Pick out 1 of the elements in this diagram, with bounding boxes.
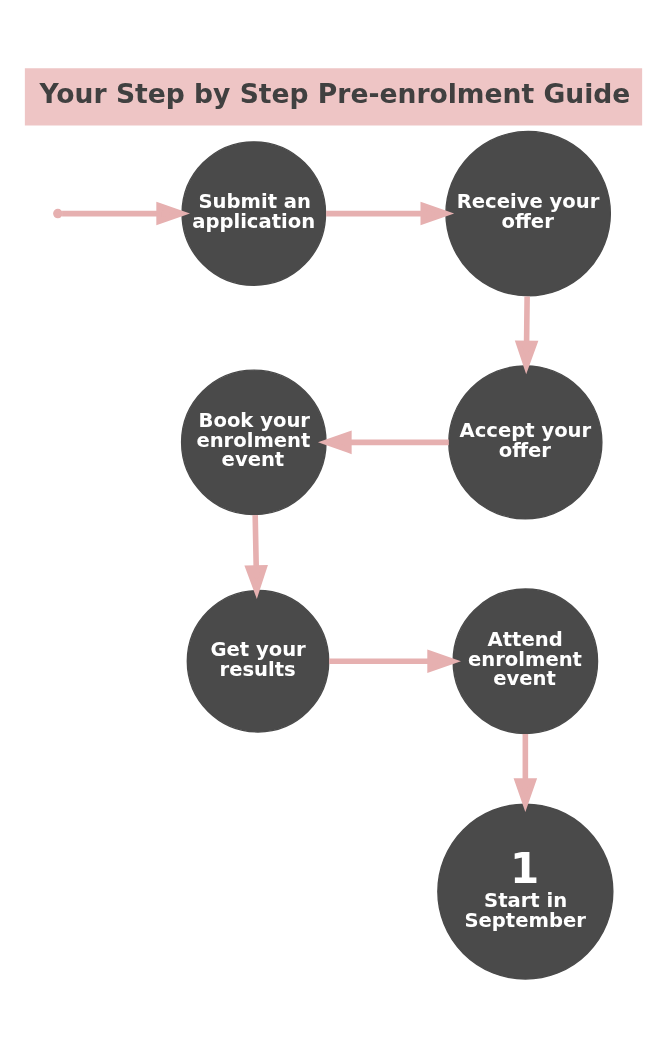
diagram-title: Your Step by Step Pre-enrolment Guide [39,77,631,109]
